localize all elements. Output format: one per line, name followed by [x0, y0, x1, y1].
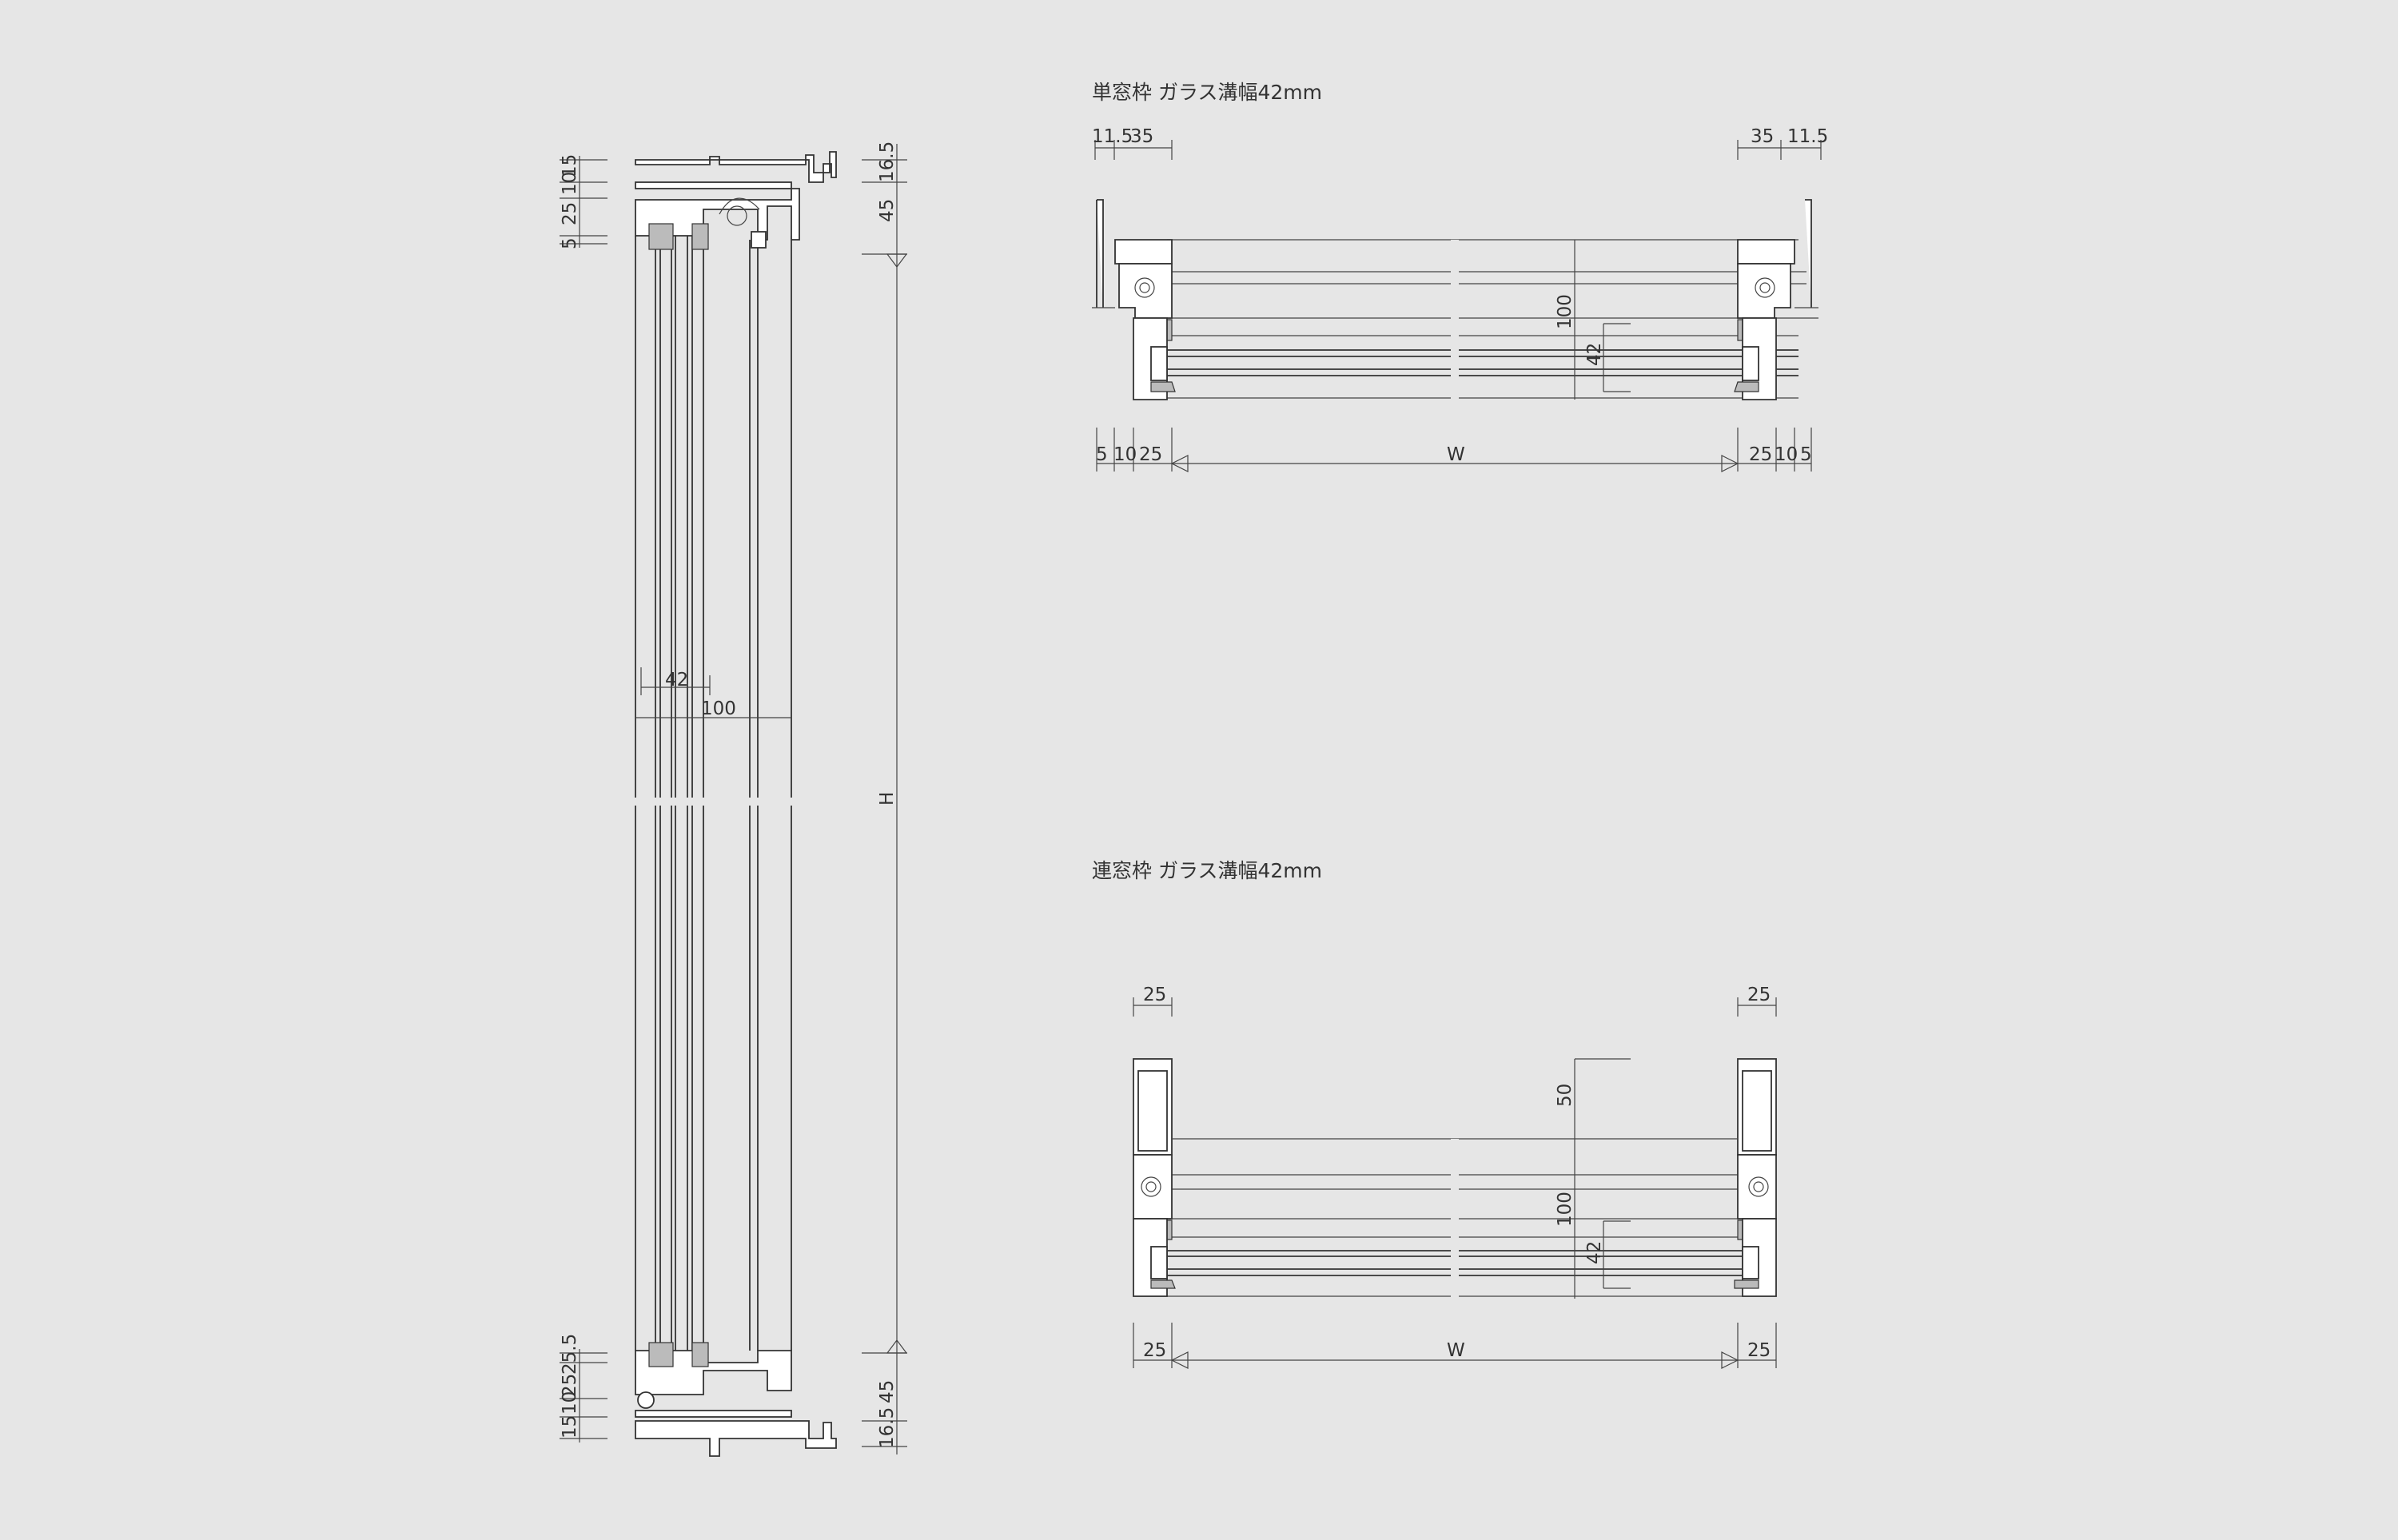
dim-text: 25	[1143, 985, 1166, 1005]
dim-text: 11.5	[1092, 126, 1133, 147]
single-frame-section: 単窓枠 ガラス溝幅42mm 11.5 35 35 11.5	[1092, 81, 1828, 472]
glass-width-dim: 42	[665, 670, 688, 690]
left-dims-bottom: 25.5 25 10 15	[560, 1334, 607, 1443]
dim-text: 5	[560, 237, 580, 249]
extension-dim: 50	[1555, 1084, 1575, 1107]
dim-text: 25	[560, 1374, 580, 1397]
glass-dim: 42	[1584, 1241, 1605, 1264]
sill-profile	[635, 1342, 837, 1457]
dim-text: 5	[1096, 444, 1108, 465]
dim-text: 25.5	[560, 1334, 580, 1375]
multi-frame-section: 連窓枠 ガラス溝幅42mm 25 25	[1092, 859, 1777, 1369]
glass-dim: 42	[1584, 343, 1605, 366]
dim-text: 35	[1751, 126, 1774, 147]
height-label: H	[877, 792, 898, 806]
dim-text: 15	[560, 1415, 580, 1439]
dim-text: 10	[560, 1391, 580, 1415]
middle-dims: 42 100	[635, 667, 791, 719]
dim-text: 15	[560, 154, 580, 177]
multi-frame-title: 連窓枠 ガラス溝幅42mm	[1092, 859, 1322, 882]
dim-text: 25	[1143, 1340, 1166, 1361]
dim-text: 45	[877, 1380, 898, 1403]
dim-text: 25	[1747, 1340, 1771, 1361]
single-frame-title: 単窓枠 ガラス溝幅42mm	[1092, 81, 1322, 104]
width-label: W	[1447, 1340, 1465, 1361]
dim-text: 10	[560, 172, 580, 195]
dim-text: 10	[1113, 444, 1137, 465]
left-dims-top: 15 10 25 5	[560, 154, 607, 249]
frame-lines	[623, 224, 799, 1363]
dim-text: 10	[1775, 444, 1798, 465]
dim-text: 25	[1749, 444, 1772, 465]
depth-dim: 100	[1555, 294, 1575, 329]
dim-text: 35	[1130, 126, 1153, 147]
dim-text: 16.5	[877, 141, 898, 182]
width-label: W	[1447, 444, 1465, 465]
vertical-section: 15 10 25 5 16.5 45 H 45 16.5	[560, 141, 908, 1457]
dim-text: 45	[877, 199, 898, 222]
dim-text: 16.5	[877, 1407, 898, 1448]
right-dims: 16.5 45 H 45 16.5	[862, 141, 908, 1454]
frame-depth-dim: 100	[701, 698, 736, 719]
dim-text: 11.5	[1787, 126, 1828, 147]
dim-text: 25	[1747, 985, 1771, 1005]
dim-text: 25	[1139, 444, 1162, 465]
head-profile	[635, 151, 837, 250]
dim-text: 5	[1800, 444, 1812, 465]
dim-text: 25	[560, 202, 580, 225]
depth-dim: 100	[1555, 1192, 1575, 1227]
